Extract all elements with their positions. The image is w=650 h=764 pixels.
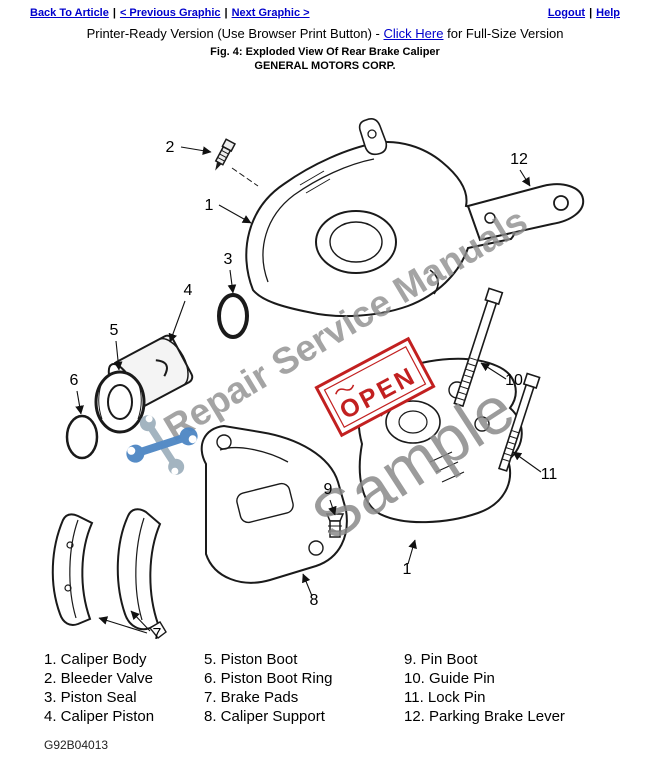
callout-2: 2 xyxy=(166,139,175,156)
figure-id: G92B04013 xyxy=(44,738,109,752)
wrench-tools-icon xyxy=(126,415,198,475)
legend-item: 1. Caliper Body xyxy=(44,651,147,668)
callout-9: 9 xyxy=(324,481,333,498)
legend-item: 12. Parking Brake Lever xyxy=(404,708,565,725)
callout-7: 7 xyxy=(153,626,162,643)
logout-link[interactable]: Logout xyxy=(547,7,586,19)
printer-ready-text-prefix: Printer-Ready Version (Use Browser Print… xyxy=(86,26,380,41)
nav-separator: | xyxy=(112,7,116,19)
legend-item: 2. Bleeder Valve xyxy=(44,670,153,687)
caliper-body-drawing xyxy=(231,118,516,318)
pin-boot-drawing xyxy=(325,513,345,538)
open-sign: OPEN xyxy=(314,336,436,438)
callout-5: 5 xyxy=(110,322,119,339)
bleeder-valve-drawing xyxy=(214,138,237,171)
legend-item: 3. Piston Seal xyxy=(44,689,137,706)
callout-12: 12 xyxy=(510,151,528,168)
callout-4: 4 xyxy=(184,282,193,299)
brake-pads-drawing xyxy=(51,508,167,639)
previous-graphic-link[interactable]: < Previous Graphic xyxy=(119,7,221,19)
callout-leaders xyxy=(75,146,542,634)
legend-item: 10. Guide Pin xyxy=(404,670,495,687)
printer-ready-line: Printer-Ready Version (Use Browser Print… xyxy=(0,26,650,41)
nav-left-group: Back To Article|< Previous Graphic|Next … xyxy=(30,7,310,19)
next-graphic-link[interactable]: Next Graphic > xyxy=(231,7,310,19)
guide-pin-drawing xyxy=(453,287,504,408)
printer-ready-text-suffix: for Full-Size Version xyxy=(447,26,564,41)
callout-10: 10 xyxy=(505,372,523,389)
nav-separator: | xyxy=(224,7,228,19)
callout-8: 8 xyxy=(310,592,319,609)
callout-11: 11 xyxy=(541,466,558,483)
legend-item: 9. Pin Boot xyxy=(404,651,478,668)
company-name: GENERAL MOTORS CORP. xyxy=(254,60,396,72)
parking-brake-lever-drawing xyxy=(466,183,585,242)
click-here-link[interactable]: Click Here xyxy=(383,26,444,41)
legend-column-3: 9. Pin Boot 10. Guide Pin 11. Lock Pin 1… xyxy=(404,650,565,726)
legend-item: 4. Caliper Piston xyxy=(44,708,155,725)
lock-pin-drawing xyxy=(497,372,541,472)
legend-item: 11. Lock Pin xyxy=(404,689,486,706)
legend-item: 7. Brake Pads xyxy=(204,689,299,706)
legend-item: 5. Piston Boot xyxy=(204,651,298,668)
caliper-support-drawing xyxy=(200,424,348,584)
piston-boot-drawing xyxy=(94,370,146,434)
callout-3: 3 xyxy=(224,251,233,268)
figure-caption: Fig. 4: Exploded View Of Rear Brake Cali… xyxy=(210,46,440,58)
callout-1b: 1 xyxy=(403,561,412,578)
legend-column-2: 5. Piston Boot 6. Piston Boot Ring 7. Br… xyxy=(204,650,332,726)
nav-separator: | xyxy=(589,7,593,19)
callout-1: 1 xyxy=(205,197,214,214)
legend-item: 8. Caliper Support xyxy=(204,708,325,725)
legend-column-1: 1. Caliper Body 2. Bleeder Valve 3. Pist… xyxy=(44,650,154,726)
help-link[interactable]: Help xyxy=(596,7,620,19)
top-navigation: Back To Article|< Previous Graphic|Next … xyxy=(30,7,620,19)
piston-boot-ring-drawing xyxy=(65,414,99,460)
callout-6: 6 xyxy=(70,372,79,389)
legend-item: 6. Piston Boot Ring xyxy=(204,670,333,687)
back-to-article-link[interactable]: Back To Article xyxy=(30,7,109,19)
brake-caliper-diagram: Repair Service Manuals OPEN xyxy=(51,118,585,643)
piston-seal-drawing xyxy=(217,293,249,339)
nav-right-group: Logout|Help xyxy=(548,7,620,19)
callout-numbers: 2 1 12 3 4 5 6 10 11 9 8 1 7 xyxy=(70,139,558,643)
